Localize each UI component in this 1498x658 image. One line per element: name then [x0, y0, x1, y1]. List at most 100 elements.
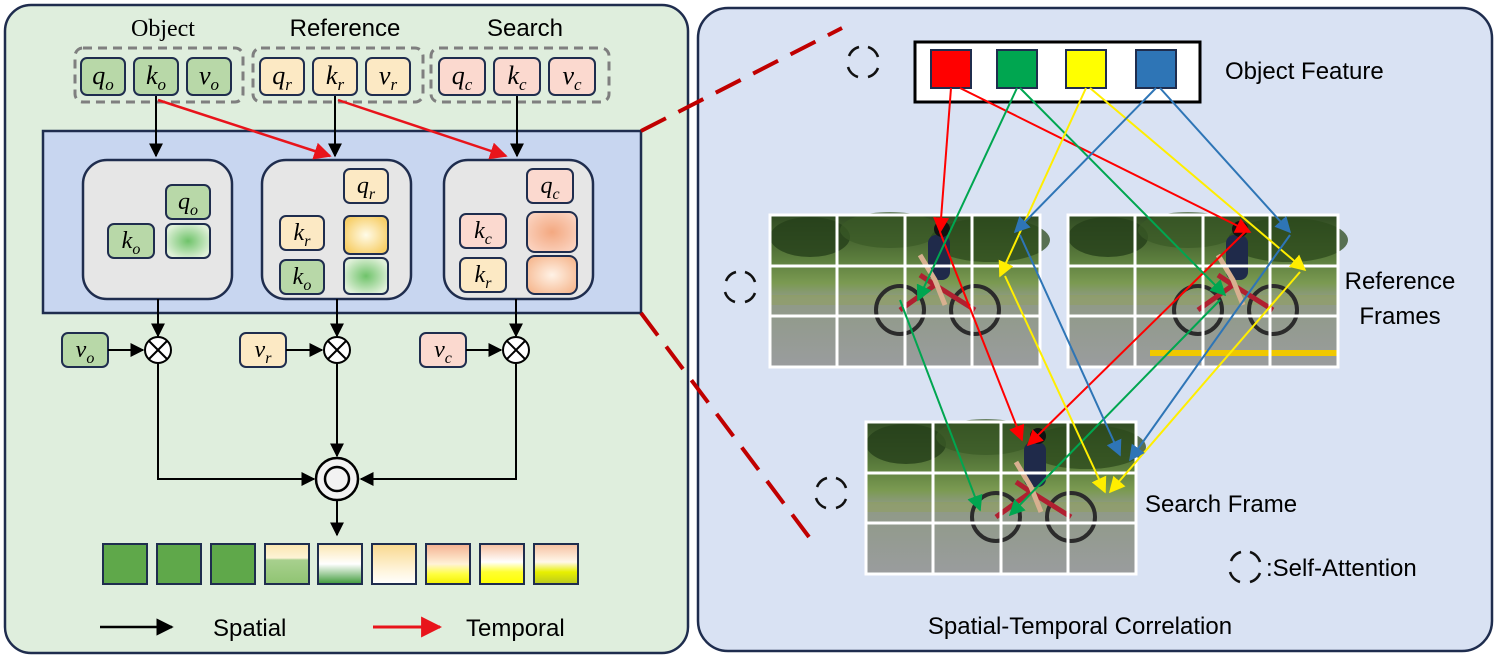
attention-map-search-2 [526, 255, 578, 295]
svg-text:qr: qr [272, 61, 292, 94]
token-v-reference: vr [365, 57, 411, 96]
group-label-reference: Reference [290, 15, 401, 42]
svg-text:vc: vc [562, 61, 582, 94]
token-v-object: vo [186, 57, 232, 96]
svg-text:ko: ko [293, 264, 312, 294]
svg-text:kc: kc [507, 61, 527, 94]
svg-text:vc: vc [434, 337, 452, 367]
output-token [317, 543, 363, 585]
attention-map-search-1 [526, 211, 578, 253]
reference-token-group [251, 46, 425, 104]
reference-frames-label-line2: Frames [1359, 303, 1440, 330]
block-object-k: ko [107, 223, 155, 259]
output-token [425, 543, 471, 585]
block-search-k2: kr [459, 257, 507, 293]
value-input-search: vc [419, 332, 467, 368]
multiply-icon-search [502, 336, 530, 364]
svg-text:vr: vr [379, 61, 398, 94]
token-q-object: qo [80, 57, 126, 96]
output-token [156, 543, 202, 585]
svg-text:qo: qo [92, 61, 114, 94]
attention-map-reference-2 [343, 257, 389, 295]
svg-text:ko: ko [146, 61, 166, 94]
object-feature-green [996, 49, 1038, 89]
token-v-search: vc [548, 57, 596, 96]
object-feature-yellow [1065, 49, 1107, 89]
self-attention-icon [846, 45, 880, 79]
value-input-object: vo [61, 332, 109, 368]
corr-arrow-green [1008, 299, 1221, 517]
block-reference-k1: kr [279, 215, 325, 251]
legend-temporal-label: Temporal [466, 615, 565, 642]
corr-arrow-red [1026, 231, 1246, 447]
corr-arrow-red [939, 231, 1025, 442]
output-token [210, 543, 256, 585]
value-input-reference: vr [239, 332, 287, 368]
attention-map-object [165, 223, 211, 259]
block-object-q: qo [165, 184, 211, 220]
object-feature-label: Object Feature [1225, 58, 1384, 85]
search-frame-label: Search Frame [1145, 491, 1297, 518]
corr-arrow-red [933, 87, 952, 234]
zoom-line-bottom [639, 311, 817, 547]
svg-text:qr: qr [357, 173, 376, 203]
search-token-group [429, 46, 611, 104]
svg-text:kr: kr [326, 61, 345, 94]
svg-text:ko: ko [122, 228, 141, 258]
block-search-q: qc [526, 168, 574, 204]
object-feature-red [930, 49, 972, 89]
block-reference-k2: ko [279, 259, 325, 295]
arrow-object-to-fusion [157, 363, 316, 486]
corr-arrow-blue [1129, 234, 1291, 462]
output-token [479, 543, 525, 585]
reference-frames-label-line1: Reference [1345, 268, 1456, 295]
corr-arrow-green [899, 299, 983, 512]
self-attention-label: :Self-Attention [1266, 555, 1417, 582]
reference-frame-1 [770, 212, 1050, 367]
corr-arrow-green [916, 87, 1018, 302]
fusion-icon [314, 456, 360, 502]
output-token [102, 543, 148, 585]
corr-arrow-red [959, 87, 1252, 233]
object-feature-blue [1135, 49, 1177, 89]
self-attention-icon [723, 270, 757, 304]
svg-text:qc: qc [540, 173, 559, 203]
multiply-icon-object [144, 336, 172, 364]
svg-text:vo: vo [76, 337, 95, 367]
svg-text:qo: qo [178, 189, 198, 219]
token-k-search: kc [493, 57, 541, 96]
corr-arrow-yellow [998, 87, 1087, 278]
corr-arrow-blue [1159, 87, 1292, 234]
block-search-k1: kc [459, 213, 507, 249]
corr-arrow-green [1019, 87, 1227, 297]
correlation-arrows [899, 87, 1307, 517]
self-attention-legend-icon [1228, 550, 1262, 584]
token-q-search: qc [438, 57, 486, 96]
temporal-arrow-reference-to-search [337, 98, 508, 160]
output-token-strip [102, 543, 579, 585]
output-token [371, 543, 417, 585]
corr-arrow-blue [1019, 234, 1122, 457]
object-token-group [73, 46, 245, 104]
svg-text:kr: kr [294, 220, 312, 250]
corr-arrow-blue [1013, 87, 1157, 234]
arrow-search-to-fusion [359, 363, 517, 486]
output-token [264, 543, 310, 585]
svg-text:vo: vo [199, 61, 219, 94]
legend-spatial-label: Spatial [213, 615, 286, 642]
group-label-search: Search [487, 15, 563, 42]
token-k-reference: kr [312, 57, 358, 96]
token-q-reference: qr [259, 57, 305, 96]
reference-frame-2 [1068, 212, 1348, 367]
right-panel-caption: Spatial-Temporal Correlation [928, 613, 1232, 640]
multiply-icon-reference [323, 336, 351, 364]
zoom-line-top [640, 26, 843, 133]
block-reference-q: qr [343, 168, 389, 204]
svg-text:qc: qc [452, 61, 473, 94]
token-k-object: ko [133, 57, 179, 96]
attention-map-reference-1 [343, 215, 389, 255]
output-token [533, 543, 579, 585]
self-attention-icon [814, 476, 848, 510]
temporal-arrow-object-to-reference [157, 98, 332, 160]
